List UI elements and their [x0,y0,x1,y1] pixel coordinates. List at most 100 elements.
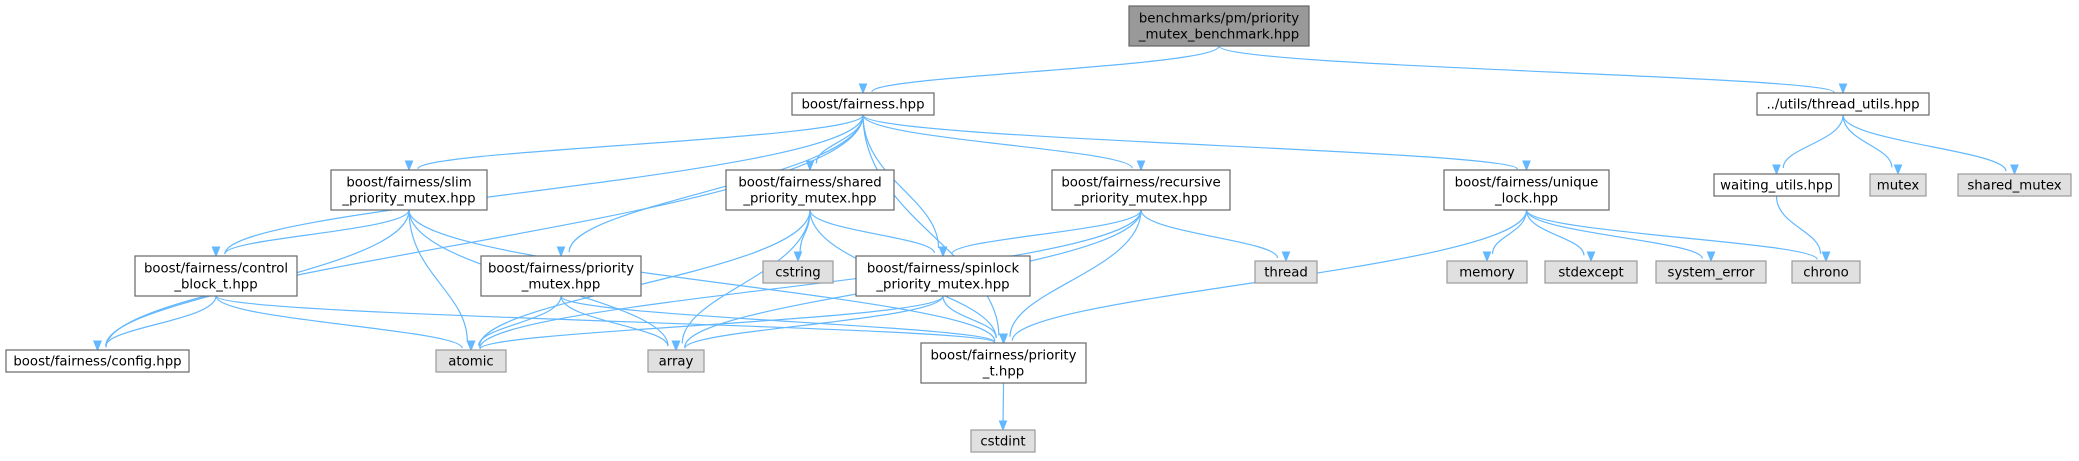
edge-arrowhead [1281,251,1291,263]
node-box [970,429,1036,453]
edge-arrowhead [93,340,102,352]
edge-recursive-to-thread [1140,209,1279,259]
node-recursive[interactable]: boost/fairness/recursive_priority_mutex.… [1051,169,1231,211]
edge-control-to-config [105,295,217,347]
node-shared[interactable]: boost/fairness/shared_priority_mutex.hpp [725,169,895,211]
node-cstdint: cstdint [970,429,1036,453]
node-priority-mutex[interactable]: boost/fairness/priority_mutex.hpp [480,255,642,297]
node-label: boost/fairness/unique [1455,176,1599,191]
edge-unique-to-system-error [1525,209,1703,259]
node-chrono: chrono [1791,260,1861,284]
edge-arrowhead [1136,160,1146,172]
edge-recursive-to-priority-t [1009,209,1142,337]
node-label: boost/fairness/shared [738,176,881,191]
node-box [1446,260,1528,284]
node-label: memory [1459,266,1515,281]
edge-arrowhead [556,246,566,258]
edge-fairness-to-control [224,114,864,255]
node-unique[interactable]: boost/fairness/unique_lock.hpp [1443,169,1610,211]
node-box [791,92,935,116]
node-shared-mutex: shared_mutex [1957,173,2072,197]
node-root[interactable]: benchmarks/pm/priority_mutex_benchmark.h… [1128,5,1310,47]
node-label: mutex [1877,179,1920,194]
node-thread-utils[interactable]: ../utils/thread_utils.hpp [1756,92,1930,116]
edge-spinlock-to-array [684,295,944,349]
node-array: array [647,349,705,373]
edge-recursive-to-spinlock [951,209,1142,255]
node-control[interactable]: boost/fairness/control_block_t.hpp [134,255,298,297]
edge-spinlock-to-priority-t [942,295,997,338]
node-label: boost/fairness/priority [930,349,1076,364]
node-box [435,349,507,373]
edge-root-to-fairness [871,45,1220,93]
node-config[interactable]: boost/fairness/config.hpp [5,349,190,373]
edge-arrowhead [999,333,1008,345]
node-atomic: atomic [435,349,507,373]
node-priority-t[interactable]: boost/fairness/priority_t.hpp [920,342,1087,384]
edge-priority-mutex-to-priority-t [560,295,996,343]
edge-shared-to-cstring [799,209,811,253]
edge-fairness-to-slim [417,114,864,170]
node-label: boost/fairness.hpp [801,98,924,113]
edge-fairness-to-config [105,114,864,348]
edge-arrowhead [404,160,414,172]
edge-arrowhead [1893,164,1903,176]
edge-spinlock-to-atomic [479,295,944,350]
edge-fairness-to-unique [862,114,1519,170]
node-box [855,255,1031,297]
node-waiting[interactable]: waiting_utils.hpp [1713,173,1840,197]
node-box [1655,260,1767,284]
node-box [1128,5,1310,47]
edge-control-to-atomic [215,295,463,349]
node-box [1791,260,1861,284]
edge-unique-to-stdexcept [1525,209,1585,256]
node-label: _priority_mutex.hpp [1073,192,1207,207]
node-box [330,169,488,211]
node-box [647,349,705,373]
node-label: boost/fairness/spinlock [867,262,1020,277]
node-spinlock[interactable]: boost/fairness/spinlock_priority_mutex.h… [855,255,1031,297]
node-label: _priority_mutex.hpp [742,192,876,207]
node-label: stdexcept [1558,266,1623,281]
node-label: _priority_mutex.hpp [341,192,475,207]
edge-arrowhead [466,340,476,352]
edge-slim-to-atomic [408,209,468,342]
node-label: boost/fairness/priority [488,262,634,277]
node-box [1713,173,1840,197]
edge-arrowhead [793,251,803,263]
edge-arrowhead [938,246,948,258]
edge-layer [93,45,2019,432]
node-label: atomic [448,355,493,370]
edge-control-to-priority-t [215,295,996,344]
node-label: boost/fairness/recursive [1061,176,1220,191]
node-label: system_error [1668,266,1755,281]
edge-fairness-to-priority-mutex [568,114,864,253]
edge-shared-to-atomic [478,209,811,347]
edge-arrowhead [1706,251,1716,263]
edge-priority-mutex-to-atomic [478,295,562,346]
edge-arrowhead [1838,83,1848,95]
node-label: thread [1264,266,1308,281]
node-label: _mutex.hpp [521,278,601,293]
node-box [1544,260,1638,284]
edge-arrowhead [1772,164,1781,176]
node-box [1869,173,1927,197]
node-box [1051,169,1231,211]
node-box [1957,173,2072,197]
node-label: boost/fairness/slim [346,176,471,191]
edge-unique-to-chrono [1525,209,1818,261]
edge-fairness-to-priority-t [862,114,1000,336]
node-box [725,169,895,211]
node-label: boost/fairness/control [144,262,288,277]
edge-arrowhead [211,246,221,258]
node-box [1443,169,1610,211]
node-label: cstring [775,266,820,281]
node-label: _priority_mutex.hpp [875,278,1009,293]
edge-slim-to-control [224,209,410,255]
node-fairness[interactable]: boost/fairness.hpp [791,92,935,116]
node-slim[interactable]: boost/fairness/slim_priority_mutex.hpp [330,169,488,211]
node-label: shared_mutex [1967,179,2061,194]
node-box [5,349,190,373]
node-thread: thread [1254,260,1318,284]
